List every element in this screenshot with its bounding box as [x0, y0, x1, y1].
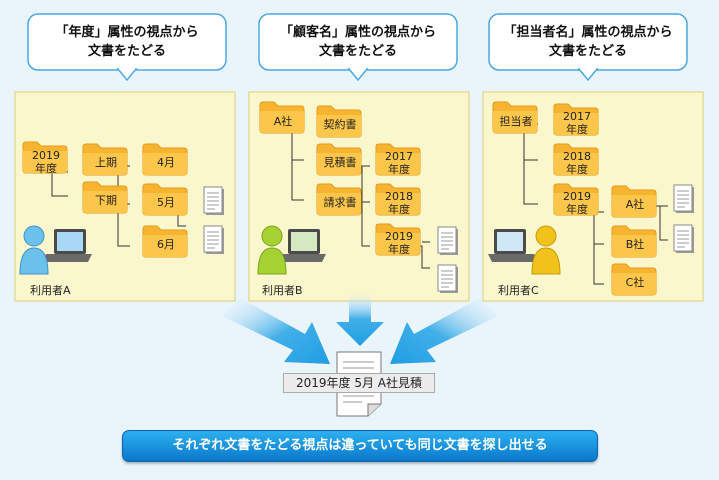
user-b-label: 利用者B [262, 284, 303, 297]
document-label: 2019年度 5月 A社見積 [283, 373, 435, 393]
folder-label-first-half: 上期 [95, 156, 117, 169]
document-icon[interactable] [203, 186, 225, 216]
folder-label-2018: 2018 年度 [385, 190, 413, 216]
arrow-center [336, 292, 384, 346]
folder-label-2019: 2019 年度 [385, 230, 413, 256]
callout-staff: 「担当者名」属性の視点から 文書をたどる [489, 14, 687, 72]
folder-label-june: 6月 [157, 238, 175, 251]
user-a-label: 利用者A [30, 284, 71, 297]
folder-label-april: 4月 [157, 156, 175, 169]
folder-label-company-a: A社 [273, 115, 293, 128]
callout-year-line2: 文書をたどる [87, 44, 166, 59]
callout-customer-line1: 「顧客名」属性の視点から [279, 25, 436, 40]
callout-year: 「年度」属性の視点から 文書をたどる [28, 14, 226, 72]
document-icon[interactable] [673, 184, 695, 214]
callout-staff-bubble [488, 13, 688, 82]
callout-staff-line2: 文書をたどる [548, 44, 627, 59]
folder-label-2017: 2017 年度 [563, 110, 591, 136]
folder-label-company-a: A社 [625, 198, 645, 211]
folder-label-contract: 契約書 [323, 118, 357, 131]
document-icon[interactable] [203, 225, 225, 255]
callout-year-bubble [27, 13, 227, 82]
folder-label-second-half: 下期 [95, 194, 117, 207]
folder-label-company-b: B社 [625, 238, 645, 251]
folder-label-2018: 2018 年度 [563, 150, 591, 176]
document-icon[interactable] [437, 264, 459, 294]
callout-staff-line1: 「担当者名」属性の視点から [503, 25, 673, 40]
user-c-label: 利用者C [498, 284, 539, 297]
user-b-icon [257, 225, 326, 275]
callout-customer-bubble [258, 13, 458, 82]
summary-banner: それぞれ文書をたどる視点は違っていても同じ文書を探し出せる [122, 430, 598, 462]
document-icon[interactable] [437, 226, 459, 256]
document-icon[interactable] [673, 224, 695, 254]
callout-year-line1: 「年度」属性の視点から [55, 25, 199, 40]
callout-customer-line2: 文書をたどる [318, 44, 397, 59]
folder-label-staff: 担当者 [499, 115, 533, 128]
user-c-icon [488, 225, 561, 275]
folder-label-2019: 2019 年度 [563, 190, 591, 216]
arrow-left [222, 298, 330, 364]
folder-label-invoice: 請求書 [323, 196, 357, 209]
folder-label-may: 5月 [157, 196, 175, 209]
arrow-right [390, 298, 498, 364]
folder-label-estimate: 見積書 [323, 156, 357, 169]
callout-customer: 「顧客名」属性の視点から 文書をたどる [259, 14, 457, 72]
user-a-icon [19, 225, 92, 275]
folder-label-company-c: C社 [625, 276, 645, 289]
folder-label-2017: 2017 年度 [385, 150, 413, 176]
folder-label-2019: 2019 年度 [32, 149, 60, 175]
